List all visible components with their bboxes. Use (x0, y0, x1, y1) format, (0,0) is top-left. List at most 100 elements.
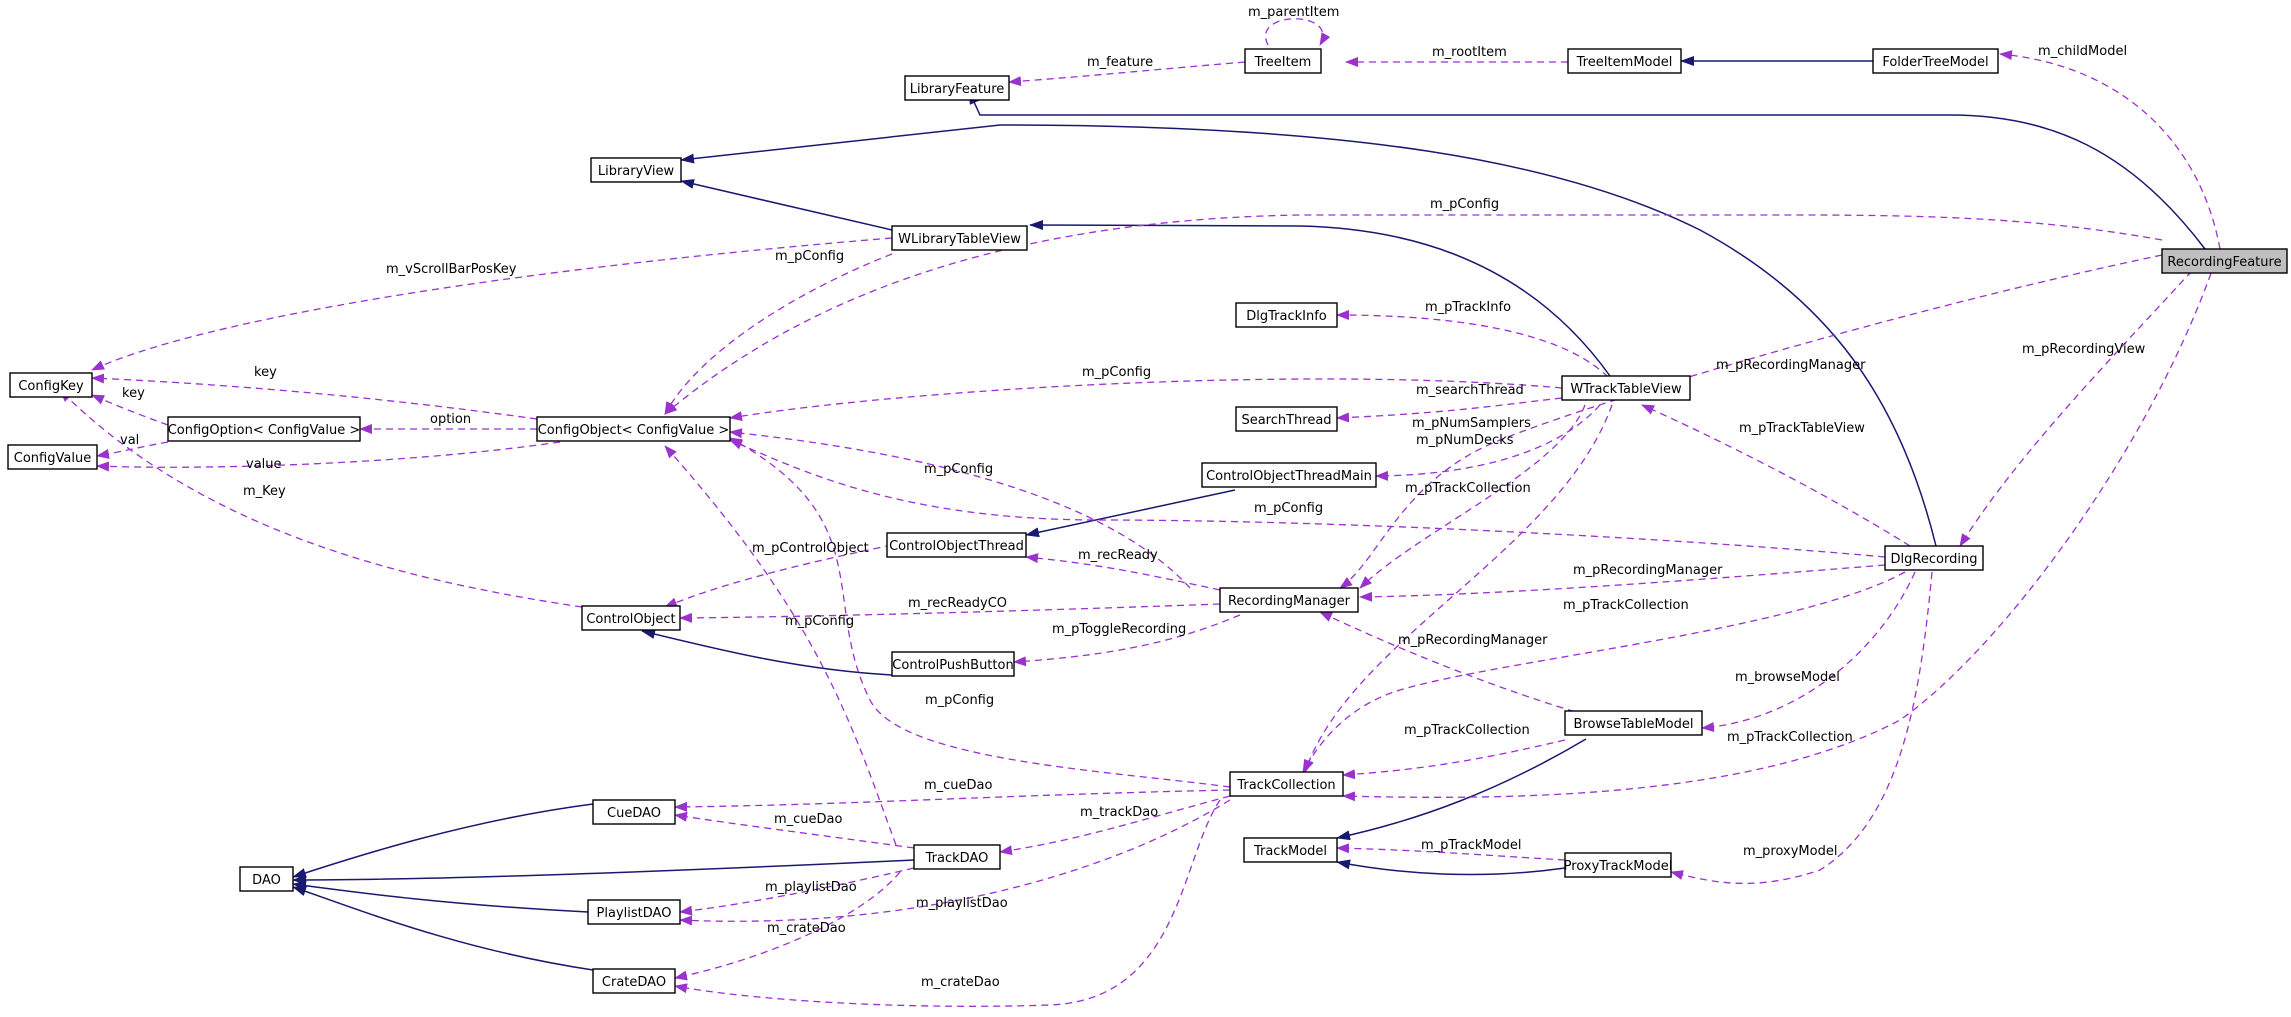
node-cratedao[interactable]: CrateDAO (592, 968, 676, 994)
node-trackmodel[interactable]: TrackModel (1243, 837, 1338, 863)
edge-label: m_playlistDao (765, 880, 857, 895)
edge-label: m_childModel (2038, 44, 2127, 59)
node-dlgrecording[interactable]: DlgRecording (1884, 545, 1984, 571)
edge-label: m_pControlObject (752, 541, 869, 556)
usage-edge-wlibrarytableview-configkey (91, 237, 893, 371)
node-label: TrackModel (1253, 844, 1327, 859)
node-dlgtrackinfo[interactable]: DlgTrackInfo (1235, 302, 1338, 328)
usage-edge-wtracktableview-trackcollection (1304, 404, 1613, 773)
edge-label: m_proxyModel (1743, 844, 1837, 859)
usage-edge-treeitem-libraryfeature (1008, 61, 1246, 87)
node-recordingmanager[interactable]: RecordingManager (1219, 587, 1359, 613)
usage-edge-configoption-configkey (91, 394, 169, 426)
node-label: RecordingManager (1228, 594, 1351, 609)
edge-label: m_pRecordingView (2022, 342, 2146, 357)
node-wlibrarytableview[interactable]: WLibraryTableView (891, 225, 1028, 251)
node-playlistdao[interactable]: PlaylistDAO (587, 899, 681, 925)
usage-edge-recordingmanager-controlpushbutton (1013, 614, 1241, 667)
edge-label: m_pTrackCollection (1563, 598, 1689, 613)
edge-label: m_pTrackInfo (1425, 300, 1511, 315)
nodes: RecordingFeature FolderTreeModel TreeIte… (7, 48, 2288, 994)
node-label: RecordingFeature (2167, 255, 2281, 270)
usage-edge-browsetablemodel-trackcollection (1342, 739, 1566, 780)
edge-label: m_searchThread (1416, 383, 1524, 398)
inherit-edge-cratedao-dao (292, 886, 594, 971)
node-label: DAO (252, 873, 281, 888)
node-recordingfeature[interactable]: RecordingFeature (2161, 248, 2288, 274)
node-configobject[interactable]: ConfigObject< ConfigValue > (536, 416, 731, 442)
inherit-edge-wlibrarytableview-libraryview (680, 179, 893, 231)
node-libraryfeature[interactable]: LibraryFeature (904, 75, 1010, 101)
node-label: DlgRecording (1891, 552, 1978, 567)
edge-label: m_pConfig (1254, 501, 1323, 516)
usage-edge-controlobject-configkey (59, 389, 583, 608)
inherit-edge-dlgrecording-libraryview (680, 124, 1937, 547)
node-browsetablemodel[interactable]: BrowseTableModel (1564, 710, 1703, 736)
node-treeitem[interactable]: TreeItem (1244, 48, 1322, 74)
edge-label: m_parentItem (1248, 5, 1339, 20)
node-label: CrateDAO (602, 975, 666, 990)
usage-edge-recordingmanager-controlobjectthread (1025, 553, 1221, 591)
node-cuedao[interactable]: CueDAO (592, 799, 676, 825)
usage-edge-trackdao-controlobject (664, 445, 897, 846)
edge-label: m_pTrackModel (1421, 838, 1521, 853)
node-proxytrackmodel[interactable]: ProxyTrackModel (1564, 852, 1673, 878)
usage-edge-dlgrecording-wtracktableview (1641, 404, 1911, 547)
node-label: BrowseTableModel (1574, 717, 1694, 732)
edge-label: m_rootItem (1432, 45, 1507, 60)
usage-edge-treeitem-treeitem (1265, 18, 1331, 46)
edge-label: value (246, 457, 282, 472)
node-label: TrackCollection (1236, 778, 1335, 793)
node-configoption[interactable]: ConfigOption< ConfigValue > (167, 416, 361, 442)
edge-label: m_recReadyCO (908, 596, 1007, 611)
usage-edge-recordingfeature-configobject (664, 214, 2163, 415)
node-label: TreeItemModel (1576, 55, 1673, 70)
node-label: TreeItem (1254, 55, 1312, 70)
usage-edge-recordingmanager-configobject (729, 428, 1191, 589)
node-controlobjectthread[interactable]: ControlObjectThread (886, 532, 1027, 558)
usage-edge-configobject-configvalue (96, 441, 561, 472)
node-wtracktableview[interactable]: WTrackTableView (1561, 375, 1691, 401)
node-configvalue[interactable]: ConfigValue (7, 444, 98, 470)
usage-edge-recordingmanager-controlobject (679, 603, 1221, 623)
node-dao[interactable]: DAO (239, 866, 294, 892)
node-trackcollection[interactable]: TrackCollection (1229, 771, 1344, 797)
node-treeitemmodel[interactable]: TreeItemModel (1567, 48, 1682, 74)
edges (59, 18, 2221, 1007)
node-label: WTrackTableView (1570, 382, 1682, 397)
edge-label: m_trackDao (1080, 805, 1158, 820)
edge-label: m_browseModel (1735, 670, 1840, 685)
node-trackdao[interactable]: TrackDAO (913, 844, 1001, 870)
usage-edge-dlgrecording-configobject (729, 439, 1886, 558)
usage-edge-recordingfeature-foldertreemodel (1999, 50, 2221, 250)
usage-edge-configobject-configkey (91, 373, 538, 420)
usage-edge-trackcollection-playlistdao (679, 799, 1231, 926)
edge-label: key (254, 365, 277, 380)
node-label: ProxyTrackModel (1564, 859, 1673, 874)
node-controlobjectthreadmain[interactable]: ControlObjectThreadMain (1201, 462, 1377, 488)
node-controlpushbutton[interactable]: ControlPushButton (891, 651, 1015, 677)
node-label: ConfigKey (18, 379, 84, 394)
usage-edge-trackdao-playlistdao (679, 867, 915, 916)
inherit-edge-cuedao-dao (292, 803, 594, 878)
usage-edge-proxytrackmodel-trackmodel (1336, 843, 1566, 861)
node-configkey[interactable]: ConfigKey (9, 372, 93, 398)
node-foldertreemodel[interactable]: FolderTreeModel (1872, 48, 1999, 74)
usage-edge-recordingfeature-trackcollection (1342, 261, 2216, 802)
edge-label: m_crateDao (921, 975, 1000, 990)
node-libraryview[interactable]: LibraryView (590, 157, 682, 183)
node-label: TrackDAO (925, 851, 989, 866)
usage-edge-wtracktableview-searchthread (1336, 397, 1563, 423)
node-label: LibraryFeature (910, 82, 1005, 97)
inherit-edge-trackdao-dao (292, 859, 915, 885)
edge-label: m_cueDao (774, 812, 843, 827)
usage-edge-trackcollection-trackdao (999, 795, 1231, 856)
edge-label: m_pConfig (1430, 197, 1499, 212)
edge-label: m_feature (1087, 55, 1153, 70)
inherit-edge-playlistdao-dao (292, 880, 589, 913)
node-searchthread[interactable]: SearchThread (1235, 406, 1338, 432)
node-controlobject[interactable]: ControlObject (581, 605, 681, 631)
usage-edge-wtracktableview-dlgtrackinfo (1336, 310, 1609, 378)
edge-label: m_cueDao (924, 778, 993, 793)
usage-edge-trackdao-cratedao (674, 871, 901, 981)
